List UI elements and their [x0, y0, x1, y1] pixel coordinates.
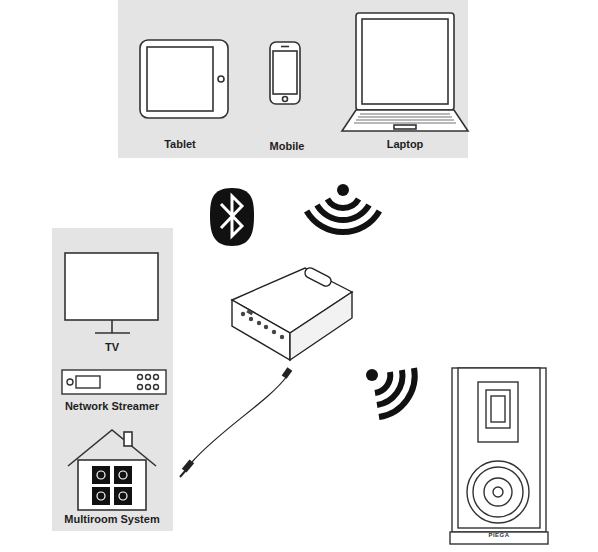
wireless-signal	[307, 184, 380, 232]
audio-receiver	[232, 266, 352, 360]
device-label: Mobile	[270, 140, 305, 153]
device-label: TV	[105, 341, 119, 354]
wireless-signal	[366, 368, 415, 417]
device-label: Laptop	[387, 138, 424, 151]
device-label: Tablet	[164, 138, 196, 151]
speaker-illustration	[450, 368, 548, 544]
device-panel: Tablet Mobile Laptop	[118, 0, 468, 158]
device-label: Network Streamer	[65, 400, 159, 413]
device-label: Multiroom System	[64, 513, 159, 526]
audio-cable	[180, 367, 292, 477]
brand-label: PIEGA	[488, 532, 509, 539]
bluetooth-symbol	[210, 188, 254, 246]
device-panel: TV Network StreamerMultiroom System	[52, 228, 173, 531]
